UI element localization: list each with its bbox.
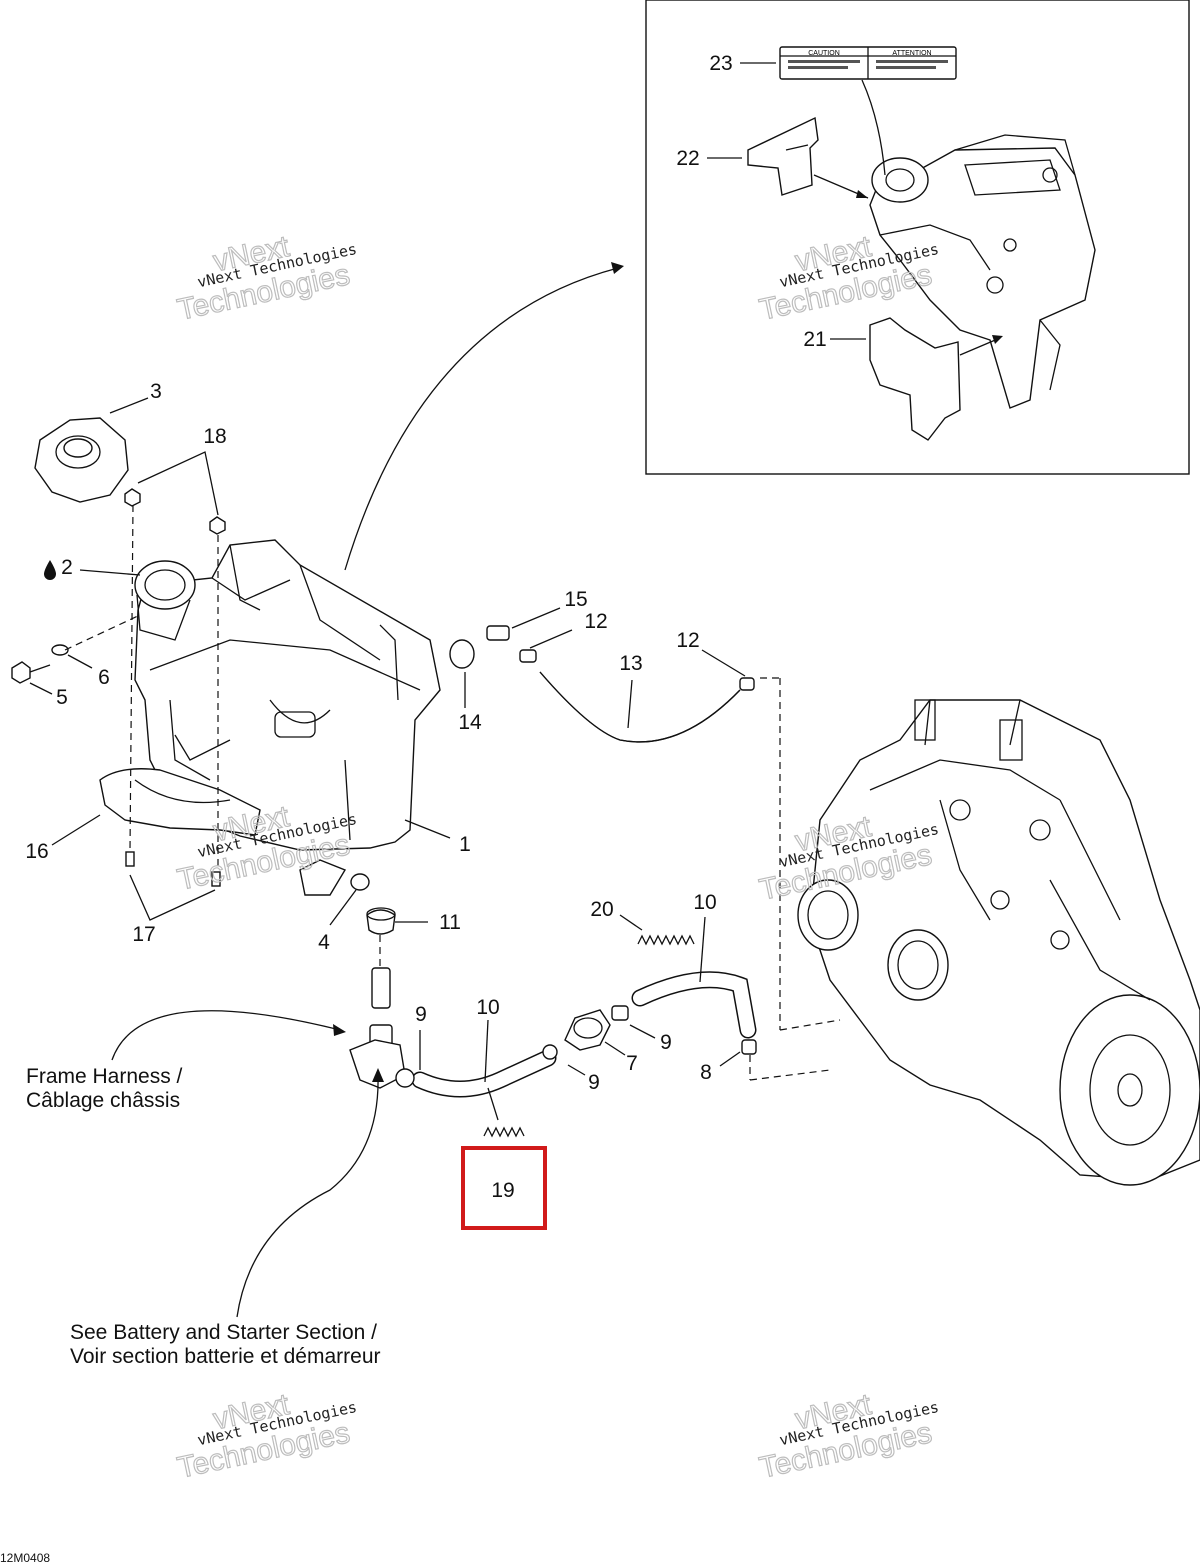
filler-neck <box>134 560 196 641</box>
callout-9-a: 9 <box>415 1003 427 1026</box>
watermark-6: Technologies vNext vNext Technologies <box>756 1387 940 1485</box>
callout-15: 15 <box>564 588 587 611</box>
highlight-box-19 <box>461 1146 547 1230</box>
inset-engine-drawing <box>869 134 1096 409</box>
callout-14: 14 <box>458 711 482 734</box>
inset-frame <box>645 0 1190 475</box>
callout-1: 1 <box>459 833 471 856</box>
callout-9-c: 9 <box>660 1031 672 1054</box>
watermark-5: Technologies vNext vNext Technologies <box>174 1387 358 1485</box>
callout-16: 16 <box>25 840 48 863</box>
callout-18: 18 <box>203 425 226 448</box>
battery-label-line1: See Battery and Starter Section / <box>70 1321 377 1344</box>
callout-4: 4 <box>318 931 330 954</box>
callout-6: 6 <box>98 666 110 689</box>
callout-13: 13 <box>619 652 642 675</box>
fasteners <box>11 488 475 891</box>
callout-10-b: 10 <box>693 891 716 914</box>
battery-label-line2: Voir section batterie et démarreur <box>70 1345 381 1368</box>
vent-hose <box>486 625 755 743</box>
engine-drawing <box>797 699 1200 1186</box>
spring-19 <box>483 1126 525 1138</box>
tank-cap <box>34 417 129 503</box>
upper-hose <box>631 971 757 1055</box>
callout-19: 19 <box>491 1179 514 1202</box>
diagram-code: 12M0408 <box>0 1551 50 1565</box>
callout-11: 11 <box>439 911 461 934</box>
callout-22: 22 <box>676 147 699 170</box>
callout-7: 7 <box>626 1052 638 1075</box>
grommet <box>366 907 396 935</box>
inline-filter <box>564 1005 629 1051</box>
oil-sensor <box>349 967 406 1089</box>
callout-12-b: 12 <box>676 629 699 652</box>
callout-2: 2 <box>61 556 73 579</box>
callout-9-b: 9 <box>588 1071 600 1094</box>
decal-22 <box>747 116 819 196</box>
callout-3: 3 <box>150 380 162 403</box>
oil-drop-icon <box>44 560 56 580</box>
decal-attention-title: ATTENTION <box>892 50 931 57</box>
callout-5: 5 <box>56 686 68 709</box>
callout-21: 21 <box>803 328 826 351</box>
decal-caution-title: CAUTION <box>808 50 840 57</box>
callout-10-a: 10 <box>476 996 499 1019</box>
callout-12-a: 12 <box>584 610 607 633</box>
decal-23: CAUTION ATTENTION <box>779 46 957 80</box>
callout-23: 23 <box>709 52 732 75</box>
callout-17: 17 <box>132 923 155 946</box>
decal-21 <box>869 317 961 441</box>
lower-hose <box>395 1044 558 1098</box>
callout-8: 8 <box>700 1061 712 1084</box>
callout-20: 20 <box>590 898 613 921</box>
oil-tank <box>134 539 441 851</box>
frame-harness-label-line2: Câblage châssis <box>26 1089 180 1112</box>
frame-harness-label-line1: Frame Harness / <box>26 1065 183 1088</box>
watermark-1: Technologies vNext vNext Technologies <box>174 229 358 327</box>
spring-20 <box>637 934 695 946</box>
